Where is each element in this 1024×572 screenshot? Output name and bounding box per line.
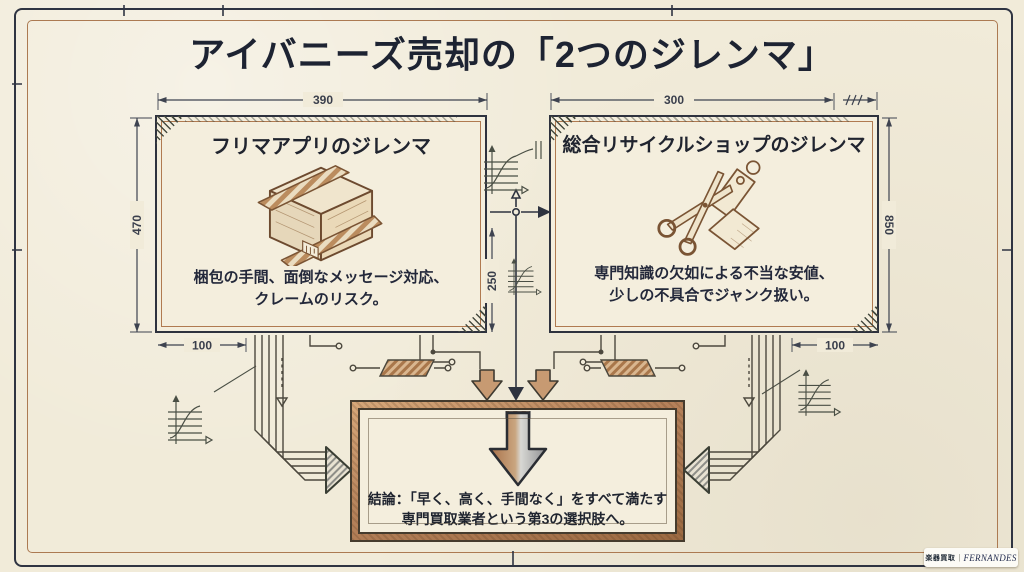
- dilemma-box-recycle-shop: 総合リサイクルショップのジレンマ 専門知識の欠如による不当な安値、 少しの不具合…: [549, 115, 879, 333]
- body-line: 梱包の手間、面倒なメッセージ対応、: [193, 269, 449, 286]
- box-title: フリマアプリのジレンマ: [211, 136, 431, 158]
- page-title: アイバニーズ売却の「2つのジレンマ」: [189, 34, 835, 75]
- brand-jp: 楽器買取: [925, 554, 956, 562]
- conclusion-line: 専門買取業者という第3の選択肢へ。: [401, 511, 634, 528]
- brand-badge: 楽器買取 | FERNANDES: [924, 548, 1018, 567]
- taped-package-icon: [257, 165, 383, 266]
- edge-hatch: [579, 117, 849, 122]
- conclusion-box: 結論：「早く、高く、手間なく」をすべて満たす 専門買取業者という第3の選択肢へ。: [350, 400, 685, 542]
- box-title: 総合リサイクルショップのジレンマ: [562, 135, 866, 156]
- box-body: 梱包の手間、面倒なメッセージ対応、 クレームのリスク。: [157, 267, 485, 311]
- conclusion-line: 結論：「早く、高く、手間なく」をすべて満たす: [367, 491, 668, 507]
- body-line: 専門知識の欠如による不当な安値、: [594, 265, 834, 282]
- body-line: 少しの不具合でジャンク扱い。: [609, 286, 819, 304]
- corner-hatch: [850, 304, 878, 332]
- brand-separator: |: [958, 553, 961, 562]
- conclusion-text: 結論：「早く、高く、手間なく」をすべて満たす 専門買取業者という第3の選択肢へ。: [360, 489, 675, 530]
- box-body: 専門知識の欠如による不当な安値、 少しの不具合でジャンク扱い。: [551, 263, 877, 307]
- body-line: クレームのリスク。: [254, 290, 388, 308]
- brand-logo-fernandes: FERNANDES: [963, 552, 1017, 563]
- scissors-cutting-price-tag-icon: [657, 160, 761, 256]
- edge-hatch: [185, 117, 457, 122]
- down-arrow-icon: [488, 411, 547, 487]
- dilemma-box-flea-market-app: フリマアプリのジレンマ 梱包の手間: [155, 115, 487, 333]
- conclusion-inner: 結論：「早く、高く、手間なく」をすべて満たす 専門買取業者という第3の選択肢へ。: [358, 408, 677, 534]
